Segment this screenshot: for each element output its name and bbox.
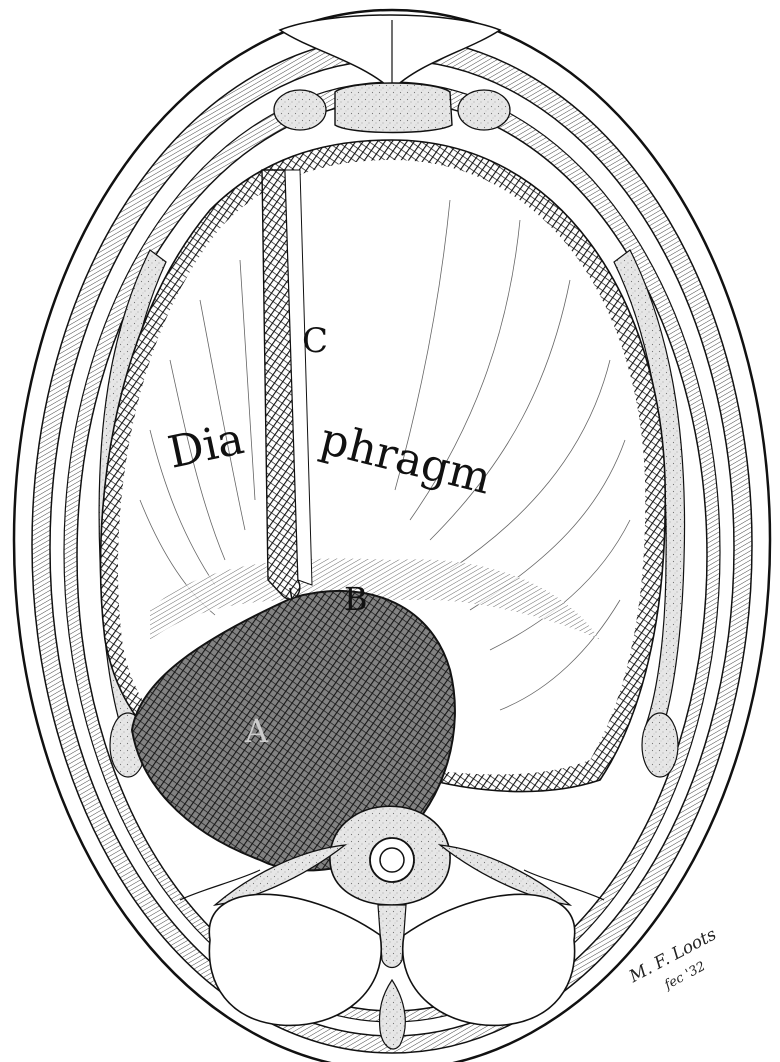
label-b: B	[344, 580, 368, 618]
label-c: C	[302, 321, 328, 361]
right-rib-cross-section	[642, 713, 678, 777]
label-a: A	[244, 712, 269, 750]
